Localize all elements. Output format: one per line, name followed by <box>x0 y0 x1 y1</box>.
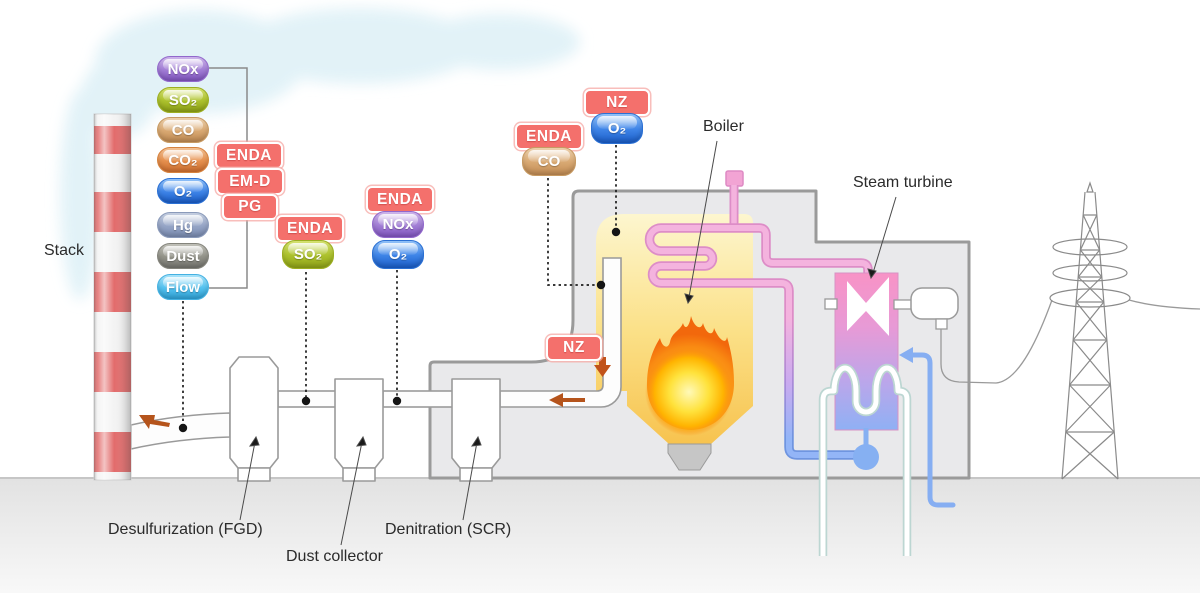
pill-o2-scr: O₂ <box>372 240 424 269</box>
steam-turbine-label: Steam turbine <box>853 174 953 191</box>
cooling-water-coil <box>818 363 912 556</box>
denitration-label: Denitration (SCR) <box>385 521 512 538</box>
fgd-unit <box>229 356 279 469</box>
pill-so2-fgd: SO₂ <box>282 240 334 269</box>
scr-unit <box>451 378 501 469</box>
steam-turbine-unit <box>824 272 959 431</box>
turbine-shaft <box>893 299 914 310</box>
tag-pg-stack: PG <box>222 194 278 220</box>
desulfurization-label: Desulfurization (FGD) <box>108 521 263 538</box>
pill-co-boiler_co: CO <box>522 147 576 176</box>
turbine-rotor <box>847 277 889 336</box>
stack-chimney <box>93 113 132 481</box>
sampling-points <box>178 227 621 433</box>
tag-enda-scr: ENDA <box>366 186 434 213</box>
tag-enda-fgd: ENDA <box>276 215 344 242</box>
boiler-nozzle <box>667 443 712 471</box>
pill-co-stack: CO <box>157 117 209 143</box>
pill-co2-stack: CO₂ <box>157 147 209 173</box>
power-line-grid <box>1128 299 1200 310</box>
cooling-flow-arrow <box>899 347 913 363</box>
pill-hg-stack: Hg <box>157 212 209 238</box>
pill-nox-scr: NOx <box>372 211 424 238</box>
steam-system <box>644 170 873 460</box>
cooling-intake-pipe <box>899 347 956 508</box>
pill-o2-boiler_o2: O₂ <box>591 113 643 144</box>
sample-point-o2 <box>611 227 621 237</box>
condensate-pump <box>853 428 879 470</box>
leader-lines <box>239 140 897 546</box>
steam-valve <box>725 170 744 187</box>
ground <box>0 477 1200 593</box>
process-units <box>229 356 501 482</box>
dust-collector-label: Dust collector <box>286 548 383 565</box>
sample-point-co <box>596 280 606 290</box>
flame-icon <box>643 316 735 438</box>
pill-dust-stack: Dust <box>157 243 209 269</box>
tag-nz-boiler_o2: NZ <box>584 89 650 116</box>
tag-em-d-stack: EM-D <box>216 168 284 195</box>
sample-point-fgd <box>301 396 311 406</box>
sample-point-stack <box>178 423 188 433</box>
sample-point-scr <box>392 396 402 406</box>
generator <box>910 287 959 320</box>
pill-so2-stack: SO₂ <box>157 87 209 113</box>
stack-label: Stack <box>44 242 85 259</box>
sampling-lines <box>182 145 617 424</box>
generator-terminal <box>935 318 948 330</box>
duct-left-arrow <box>549 393 585 407</box>
pill-flow-stack: Flow <box>157 274 209 300</box>
tag-nz-boiler_inlet: NZ <box>546 335 602 361</box>
flue-gas-arrows <box>139 357 611 429</box>
boiler-label: Boiler <box>703 118 744 135</box>
smoke-plume <box>60 8 580 300</box>
boiler-inlet-arrow <box>594 357 611 377</box>
turbine-left-stub <box>824 298 838 310</box>
stack-duct-arrow <box>139 415 170 429</box>
tag-enda-stack: ENDA <box>215 142 283 169</box>
transmission-tower <box>1049 181 1131 480</box>
power-line-generator <box>940 299 1053 384</box>
pill-nox-stack: NOx <box>157 56 209 82</box>
pill-o2-stack: O₂ <box>157 178 209 204</box>
tag-enda-boiler_co: ENDA <box>515 123 583 150</box>
